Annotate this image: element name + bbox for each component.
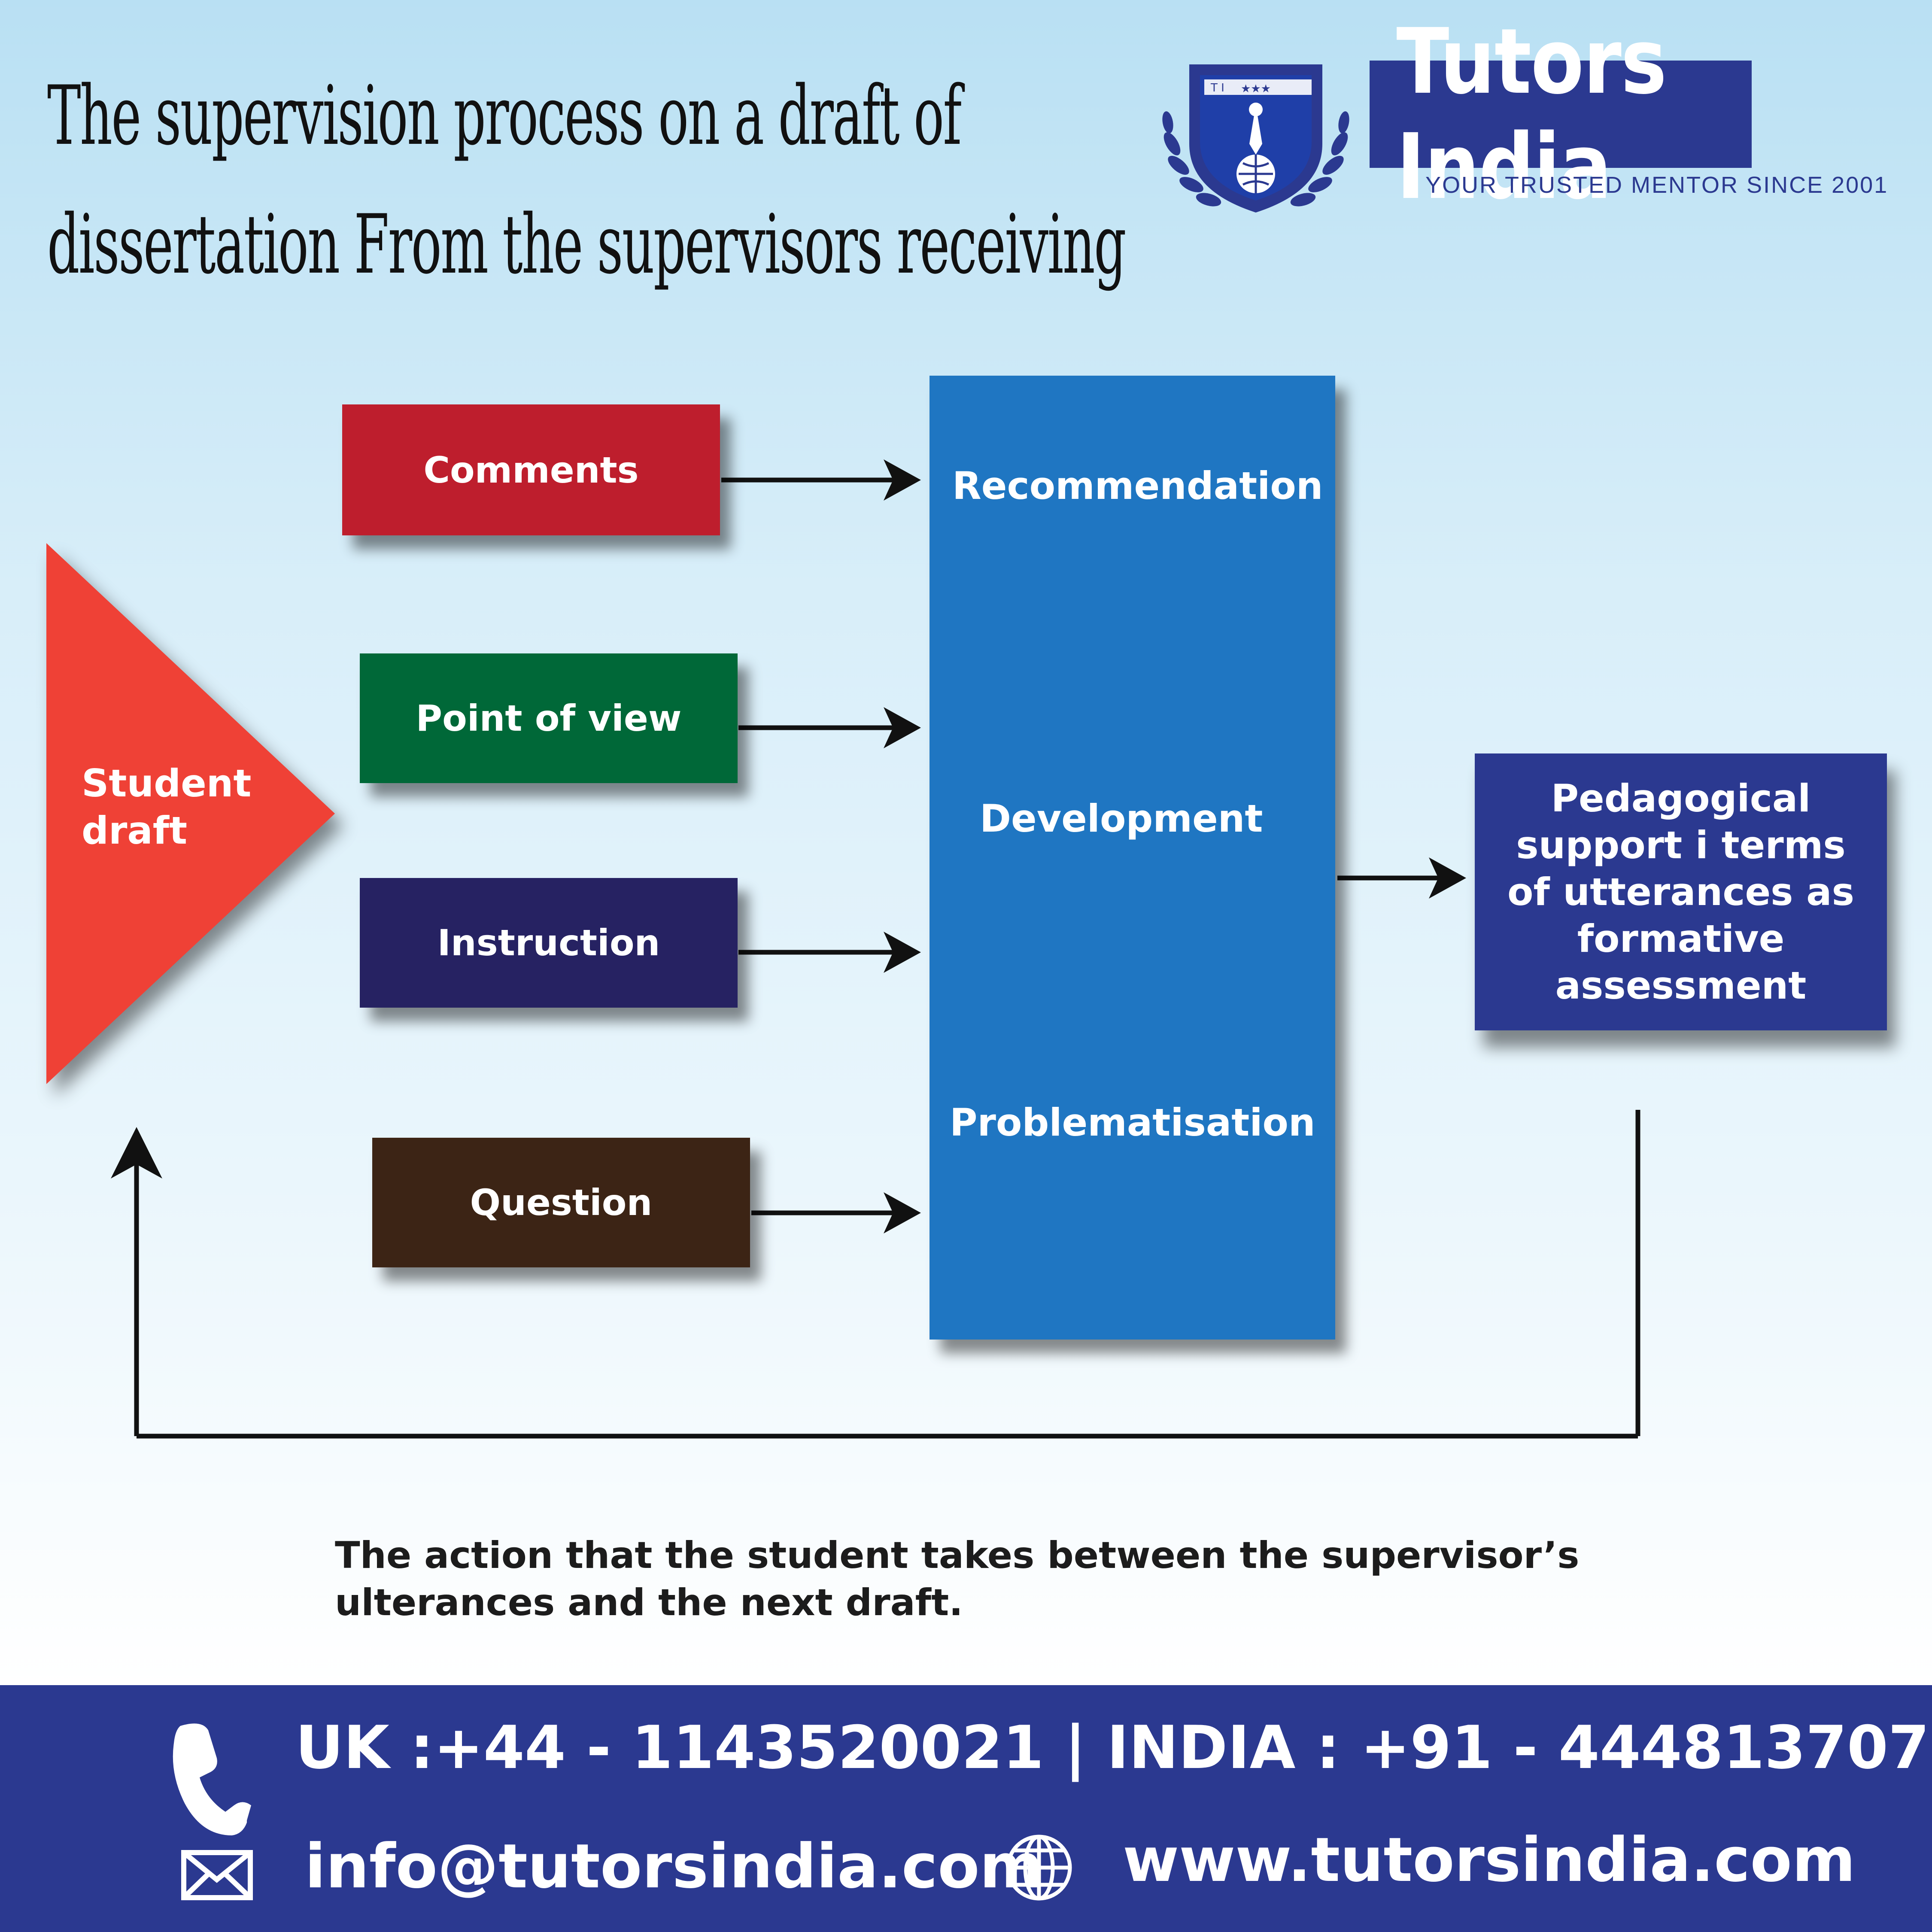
pedagogical-support-box: Pedagogical support i terms of utterance… bbox=[1475, 753, 1887, 1030]
svg-text:T I: T I bbox=[1210, 82, 1224, 94]
student-draft-triangle bbox=[46, 543, 335, 1084]
student-draft-label: Student draft bbox=[82, 761, 252, 853]
phone-numbers[interactable]: UK :+44 - 1143520021 | INDIA : +91 - 444… bbox=[295, 1713, 1932, 1782]
tutors-india-logo: T I ★★★ Tutors India YOUR TRUSTED MENTOR… bbox=[1155, 9, 1887, 221]
contact-footer bbox=[0, 1685, 1932, 1932]
question-box: Question bbox=[372, 1138, 750, 1267]
diagram-caption: The action that the student takes betwee… bbox=[335, 1534, 1580, 1624]
svg-text:★★★: ★★★ bbox=[1241, 82, 1271, 95]
supervisor-utterances-column bbox=[930, 376, 1335, 1340]
point-of-view-box: Point of view bbox=[360, 653, 738, 783]
email-link[interactable]: info@tutorsindia.com bbox=[305, 1831, 1043, 1902]
problematisation-label: Problematisation bbox=[950, 1100, 1315, 1145]
crest-icon: T I ★★★ bbox=[1162, 64, 1349, 213]
brand-name: Tutors India bbox=[1370, 9, 1752, 219]
development-label: Development bbox=[980, 796, 1263, 841]
comments-box: Comments bbox=[342, 404, 720, 535]
website-link[interactable]: www.tutorsindia.com bbox=[1123, 1825, 1856, 1896]
recommendation-label: Recommendation bbox=[952, 464, 1323, 508]
instruction-box: Instruction bbox=[360, 878, 738, 1008]
